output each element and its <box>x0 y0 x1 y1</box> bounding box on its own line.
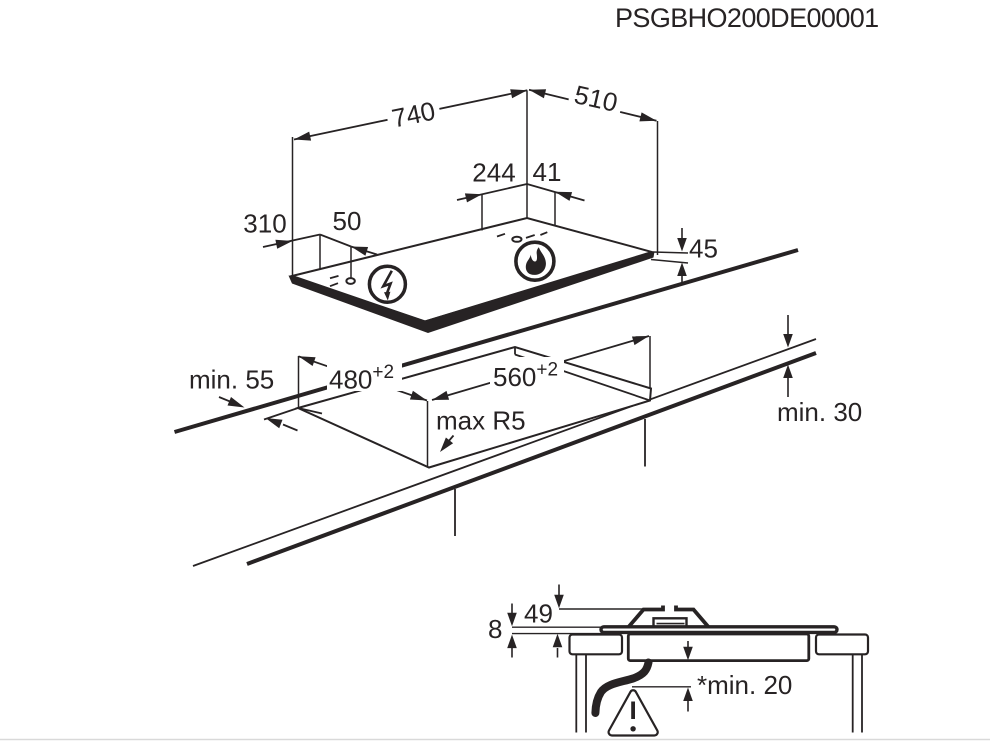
svg-text:min. 55: min. 55 <box>189 365 274 395</box>
svg-text:*min. 20: *min. 20 <box>697 670 792 700</box>
svg-text:min. 30: min. 30 <box>777 397 862 427</box>
svg-text:49: 49 <box>524 599 553 629</box>
svg-text:50: 50 <box>333 206 362 236</box>
svg-text:244: 244 <box>472 158 515 188</box>
svg-text:PSGBHO200DE00001: PSGBHO200DE00001 <box>615 3 879 33</box>
svg-text:8: 8 <box>488 614 502 644</box>
svg-text:45: 45 <box>689 234 718 264</box>
svg-text:max R5: max R5 <box>436 406 526 436</box>
svg-text:41: 41 <box>533 157 562 187</box>
svg-text:310: 310 <box>243 209 286 239</box>
